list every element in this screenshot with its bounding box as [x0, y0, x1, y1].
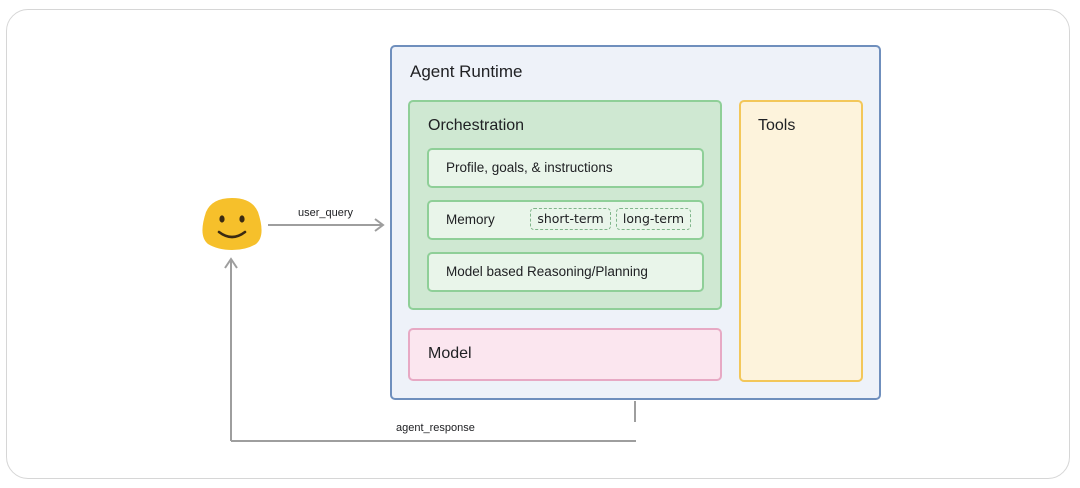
tools-title: Tools [758, 117, 796, 134]
agent-runtime-title: Agent Runtime [410, 62, 523, 81]
smiley-face-icon [202, 198, 262, 250]
model-title: Model [428, 345, 472, 362]
memory-short-term-chip: short-term [530, 208, 611, 230]
agent-response-label: agent_response [396, 422, 475, 434]
reasoning-label: Model based Reasoning/Planning [446, 264, 648, 279]
tools-box [739, 100, 863, 382]
agent-response-arrow [224, 257, 636, 442]
profile-box [427, 148, 704, 188]
reasoning-box [427, 252, 704, 292]
memory-long-term-chip: long-term [616, 208, 691, 230]
memory-label: Memory [446, 212, 495, 227]
model-box [408, 328, 722, 381]
user-query-label: user_query [298, 207, 354, 219]
profile-label: Profile, goals, & instructions [446, 160, 613, 175]
user-query-arrow [268, 218, 385, 232]
orchestration-title: Orchestration [428, 117, 525, 134]
